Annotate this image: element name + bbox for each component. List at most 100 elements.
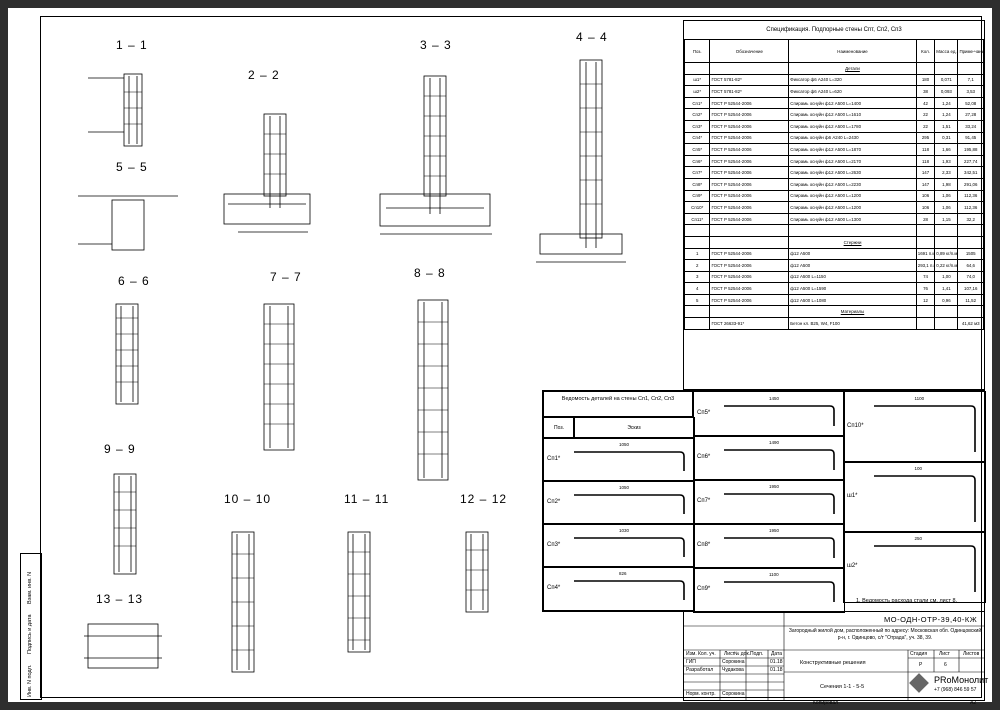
bend-item: Сп9*1100 — [693, 567, 845, 613]
table-cell: Фиксатор ф6 А240 L=620 — [788, 85, 917, 98]
table-cell: ГОСТ Р 52544-2006 — [709, 270, 790, 284]
table-cell: 106 — [915, 189, 936, 203]
bend-item-sketch — [724, 449, 835, 470]
note-text: 1. Ведомость расхода стали см. лист 8. — [856, 598, 958, 604]
spec-blank-row — [683, 224, 984, 237]
bend-item-sketch — [574, 537, 685, 557]
rebar-shape — [724, 581, 835, 602]
title-block: МО-ОДН-ОТР-39,40-КЖ Загородный жилой дом… — [683, 611, 988, 701]
table-cell: 112,36 — [957, 189, 984, 203]
bend-item-dimension: 1490 — [769, 440, 780, 445]
bend-item: Сп1*1050 — [543, 437, 695, 482]
table-cell: Спирамь оснуйн ф12 А500 L=1780 — [788, 119, 917, 133]
table-cell: ф12 А500 — [788, 259, 917, 272]
table-cell: ГОСТ Р 52544-2006 — [709, 212, 790, 226]
role-person: Сорокина — [722, 659, 745, 665]
table-cell: 227,74 — [957, 154, 984, 168]
table-cell: Спирамь оснуйн ф12 А500 L=2630 — [788, 166, 917, 179]
bend-item-label: Сп3* — [547, 541, 561, 548]
table-cell: 147 — [915, 166, 936, 179]
table-cell: ф12 А500 L=1590 — [788, 282, 917, 295]
stage-head: Лист — [939, 651, 950, 657]
table-cell: 1,93 — [934, 154, 959, 168]
bend-item-sketch — [574, 580, 685, 600]
sheet-name: Сечения 1-1 - 5-5 — [820, 684, 865, 690]
rebar-shape — [724, 405, 835, 426]
rebar-shape — [574, 537, 685, 557]
stage-head: Листов — [963, 651, 980, 657]
table-cell: Спирамь оснуйн ф6 А240 L=2430 — [788, 131, 917, 145]
head-cell: № док. — [734, 651, 751, 657]
table-cell: 293,1 п.м — [915, 259, 936, 272]
group-label: Детали — [788, 62, 917, 75]
bend-item-label: Сп8* — [697, 542, 711, 548]
table-cell: 22 — [915, 119, 936, 133]
rebar-shape — [724, 449, 835, 470]
table-cell: 0,22 кг/п.м — [934, 259, 959, 272]
table-cell: 1 — [683, 247, 711, 261]
table-cell: Сп5* — [683, 143, 711, 156]
table-cell: 1,15 — [934, 212, 959, 226]
table-cell: Сп8* — [683, 177, 711, 191]
bend-item: Сп8*1950 — [693, 523, 845, 569]
bend-item-label: Сп5* — [697, 410, 711, 416]
company-phone: +7 (968) 846 59 57 — [934, 687, 977, 693]
role-label: Разработал — [686, 667, 714, 673]
header-cell: Масса ед., кг — [934, 39, 959, 63]
bend-item-dimension: 1030 — [619, 528, 630, 533]
table-cell: 76 — [915, 282, 936, 295]
section-title: 2 – 2 — [248, 68, 280, 82]
table-cell — [915, 317, 936, 330]
table-cell — [934, 317, 959, 330]
table-cell: 0,89 кг/п.м — [934, 247, 959, 261]
group-label: Стержни — [788, 235, 917, 249]
section-title: 10 – 10 — [224, 492, 272, 506]
rebar-shape — [574, 494, 685, 514]
bend-item-dimension: 1100 — [914, 396, 925, 401]
role-label: ГИП — [686, 659, 696, 665]
bend-item-dimension: 1050 — [619, 485, 630, 490]
rebar-shape — [874, 545, 976, 592]
header-cell: Обозначение — [709, 39, 790, 63]
stage-value: Р — [919, 662, 923, 668]
bend-item-sketch — [574, 494, 685, 514]
bend-item-label: Сп9* — [697, 586, 711, 592]
table-cell: ГОСТ Р 52544-2006 — [709, 131, 790, 145]
bend-item: ш1*100 — [843, 461, 986, 533]
specification-table: Спецификация. Подпорные стены Спт, Сп2, … — [683, 20, 985, 390]
stamp-label: Взам. инв. N — [27, 571, 33, 604]
table-cell: ГОСТ 5781-82* — [709, 73, 790, 87]
bend-item-dimension: 100 — [914, 466, 923, 471]
spec-group-row: Стержни — [683, 235, 984, 249]
header-cell: Кол. — [915, 39, 936, 63]
bend-item-sketch — [724, 581, 835, 602]
table-cell: ГОСТ Р 52544-2006 — [709, 166, 790, 179]
table-cell: Спирамь оснуйн ф12 А500 L=1870 — [788, 143, 917, 156]
table-cell: Фиксатор ф6 А240 L=320 — [788, 73, 917, 87]
table-cell: 28 — [915, 212, 936, 226]
table-cell: 5 — [683, 293, 711, 307]
table-cell: 1505 — [957, 247, 984, 261]
role-person: Сорокина — [722, 691, 745, 697]
table-cell: 42 — [915, 96, 936, 110]
table-cell: 0,31 — [934, 131, 959, 145]
table-cell: Бетон кл. В25, W4, F100 — [788, 317, 917, 330]
bend-item-label: Сп6* — [697, 454, 711, 460]
table-cell: Сп11* — [683, 212, 711, 226]
bend-item-sketch — [874, 545, 976, 592]
header-cell: Приме-чание — [957, 39, 984, 63]
section-title: 12 – 12 — [460, 492, 508, 506]
table-cell: Сп6* — [683, 154, 711, 168]
table-cell: 64,6 — [957, 259, 984, 272]
table-cell: Спирамь оснуйн ф12 А500 L=1200 — [788, 189, 917, 203]
bend-item: Сп2*1050 — [543, 480, 695, 525]
drawing-frame — [40, 16, 982, 698]
drawing-sheet: 1 – 1 2 – 2 3 – 3 4 – 4 5 – 5 6 – 6 7 – … — [8, 8, 992, 706]
